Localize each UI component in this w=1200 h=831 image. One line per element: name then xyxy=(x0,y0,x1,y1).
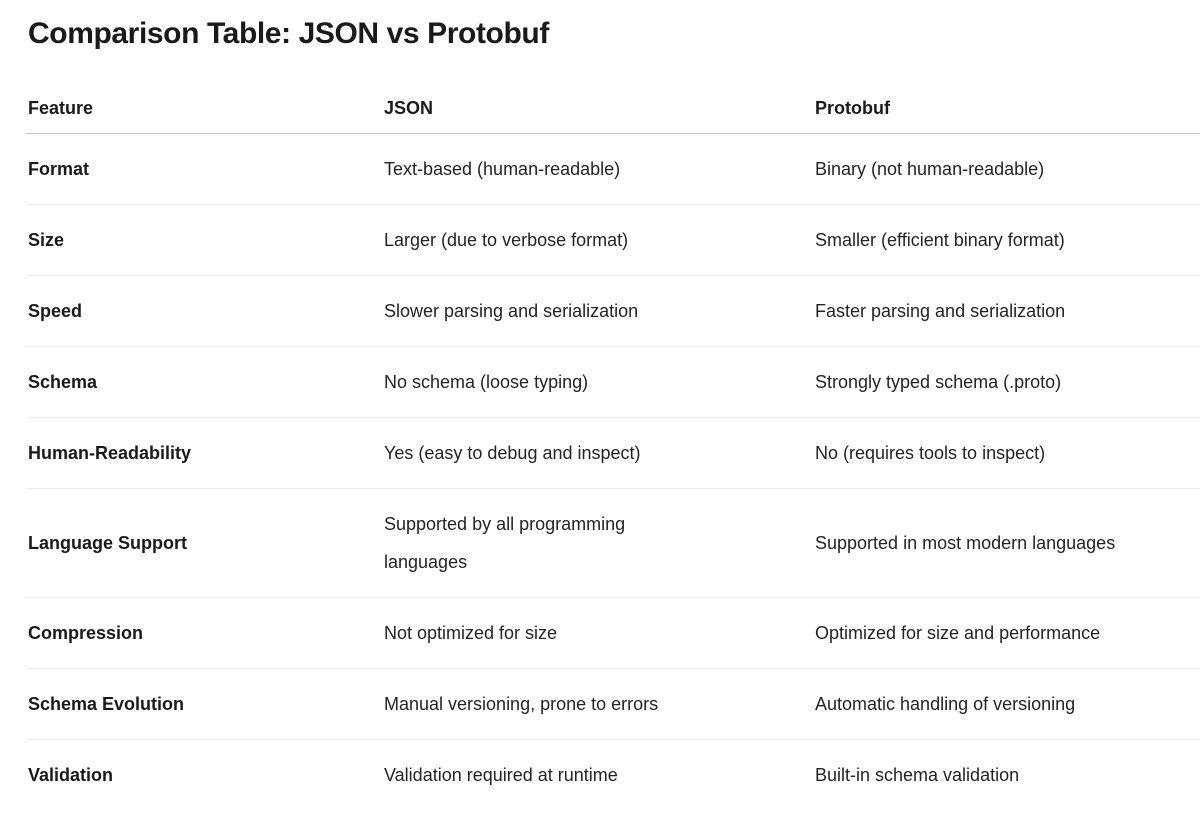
json-cell: Validation required at runtime xyxy=(384,765,618,785)
table-header: Feature JSON Protobuf xyxy=(26,96,1200,134)
table-row: Validation Validation required at runtime… xyxy=(26,740,1200,811)
json-cell: No schema (loose typing) xyxy=(384,346,815,418)
protobuf-cell: Smaller (efficient binary format) xyxy=(815,204,1200,276)
json-cell: Text-based (human-readable) xyxy=(384,133,815,205)
protobuf-cell: Faster parsing and serialization xyxy=(815,275,1200,347)
json-cell: Not optimized for size xyxy=(384,597,815,669)
protobuf-cell: Strongly typed schema (.proto) xyxy=(815,346,1200,418)
json-cell: Slower parsing and serialization xyxy=(384,275,815,347)
column-header-json: JSON xyxy=(384,96,815,134)
feature-cell: Human-Readability xyxy=(26,417,384,489)
column-header-feature: Feature xyxy=(26,96,384,134)
page-title: Comparison Table: JSON vs Protobuf xyxy=(28,17,549,50)
json-cell: Supported by all programming languages xyxy=(384,488,815,598)
feature-cell: Compression xyxy=(26,597,384,669)
protobuf-cell: Automatic handling of versioning xyxy=(815,668,1200,740)
header-row: Feature JSON Protobuf xyxy=(26,96,1200,134)
protobuf-cell: No (requires tools to inspect) xyxy=(815,417,1200,489)
feature-cell: Language Support xyxy=(26,488,384,598)
feature-cell: Format xyxy=(26,133,384,205)
feature-cell: Speed xyxy=(26,275,384,347)
json-cell: Yes (easy to debug and inspect) xyxy=(384,417,815,489)
protobuf-cell: Binary (not human-readable) xyxy=(815,133,1200,205)
protobuf-cell: Built-in schema validation xyxy=(815,765,1020,785)
feature-cell: Validation xyxy=(28,765,114,785)
json-cell: Larger (due to verbose format) xyxy=(384,204,815,276)
column-header-protobuf: Protobuf xyxy=(815,96,1200,134)
protobuf-cell: Optimized for size and performance xyxy=(815,597,1200,669)
json-cell: Manual versioning, prone to errors xyxy=(384,668,815,740)
feature-cell: Schema Evolution xyxy=(26,668,384,740)
protobuf-cell: Supported in most modern languages xyxy=(815,488,1200,598)
article-page: Comparison Table: JSON vs Protobuf Featu… xyxy=(26,17,1200,810)
feature-cell: Size xyxy=(26,204,384,276)
feature-cell: Schema xyxy=(26,346,384,418)
